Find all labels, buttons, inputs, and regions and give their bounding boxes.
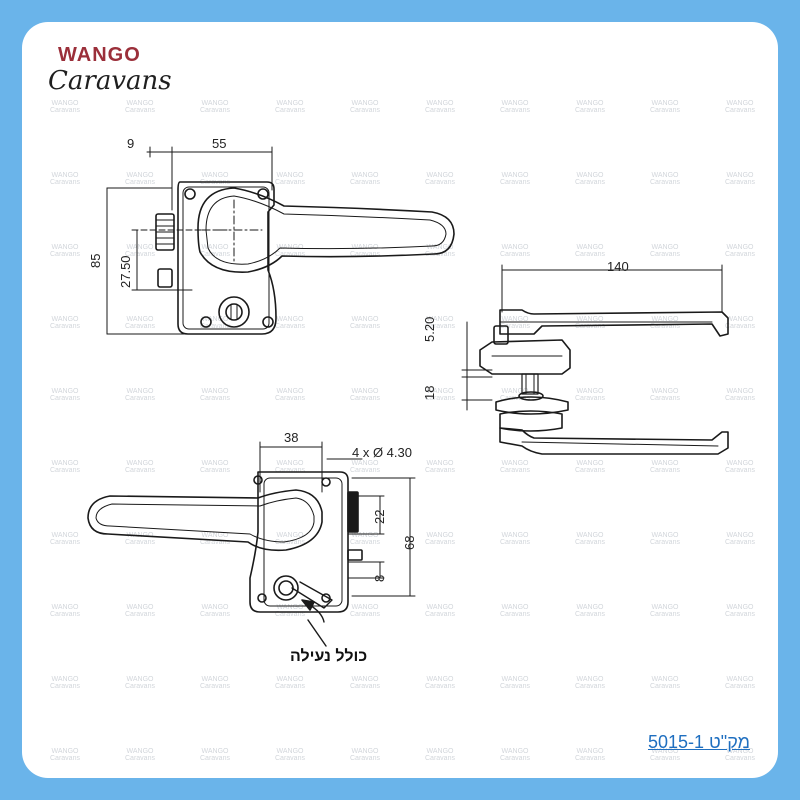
brand-line-2: Caravans <box>48 66 172 96</box>
dim-back-38: 38 <box>284 430 298 445</box>
dim-back-holes: 4 x Ø 4.30 <box>352 445 412 460</box>
dim-front-27-50: 27.50 <box>118 255 133 288</box>
front-view: 9 55 85 27.50 <box>88 136 455 335</box>
dim-front-85: 85 <box>88 254 103 268</box>
dim-back-22: 22 <box>372 510 387 524</box>
dim-front-9: 9 <box>127 136 134 151</box>
dim-back-68: 68 <box>402 536 417 550</box>
brand-line-1: WANGO <box>58 44 141 66</box>
dim-side-5-20: 5.20 <box>422 317 437 342</box>
dim-side-140: 140 <box>607 259 629 274</box>
side-view: 140 5.20 18 <box>422 259 729 455</box>
technical-drawing: 9 55 85 27.50 <box>87 136 729 647</box>
brand-logo: WANGO Caravans <box>48 44 188 114</box>
dim-front-55: 55 <box>212 136 226 151</box>
dim-side-18: 18 <box>422 386 437 400</box>
dim-back-8: 8 <box>372 575 387 582</box>
lock-included-note: כולל נעילה <box>290 648 368 665</box>
sku-link[interactable]: מק"ט 5015-1 <box>647 732 750 752</box>
back-view: 38 4 x Ø 4.30 22 68 8 <box>87 430 417 647</box>
